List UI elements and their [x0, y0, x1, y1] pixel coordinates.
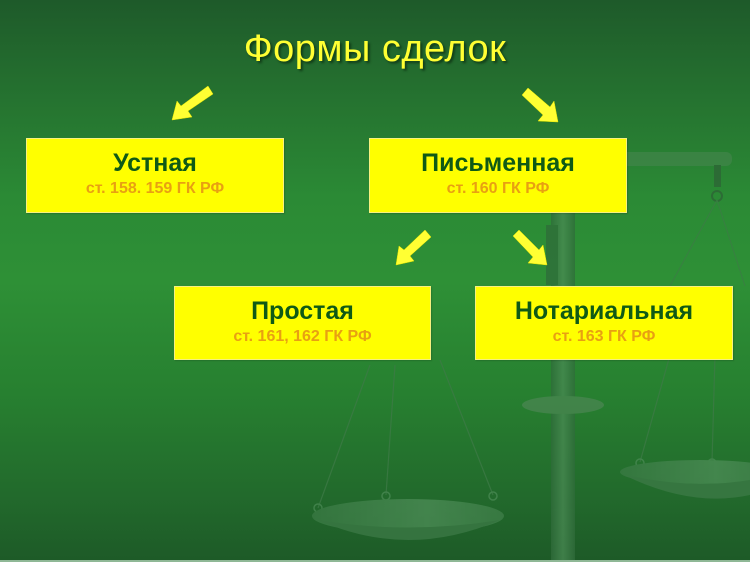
arrow-to-simple-icon — [395, 229, 432, 266]
scales-hook — [714, 165, 721, 187]
left-pan — [312, 499, 504, 533]
arrow-to-written-icon — [521, 87, 559, 123]
right-beam-string — [669, 199, 718, 287]
arrow-to-oral-icon — [171, 85, 214, 121]
node-simple: Простая ст. 161, 162 ГК РФ — [174, 286, 431, 360]
node-written-name: Письменная — [421, 149, 575, 177]
right-beam-string — [716, 199, 746, 287]
left-pan-ring — [488, 491, 498, 501]
node-written: Письменная ст. 160 ГК РФ — [369, 138, 627, 213]
scales-beam — [620, 152, 732, 166]
left-pan-bowl — [318, 520, 500, 540]
node-written-reference: ст. 160 ГК РФ — [446, 180, 550, 197]
right-pan-string — [711, 354, 716, 463]
node-notarial-name: Нотариальная — [514, 297, 694, 325]
node-notarial-reference: ст. 163 ГК РФ — [552, 328, 656, 345]
left-pan-string — [385, 364, 396, 496]
node-oral: Устная ст. 158. 159 ГК РФ — [26, 138, 284, 213]
scales-hook-ring — [711, 190, 723, 202]
scales-group — [312, 152, 750, 562]
right-pan-bowl — [622, 474, 750, 499]
right-pan — [620, 460, 750, 484]
left-pan-string — [317, 364, 371, 509]
node-oral-reference: ст. 158. 159 ГК РФ — [85, 180, 225, 197]
node-simple-reference: ст. 161, 162 ГК РФ — [233, 328, 372, 345]
left-pan-string — [439, 359, 494, 496]
arrow-to-notarial-icon — [512, 229, 548, 266]
right-pan-string — [639, 354, 671, 463]
diagram-title: Формы сделок — [243, 28, 507, 70]
node-simple-name: Простая — [251, 297, 354, 325]
node-notarial: Нотариальная ст. 163 ГК РФ — [475, 286, 733, 360]
scales-crossbar — [522, 396, 604, 414]
node-oral-name: Устная — [113, 149, 197, 177]
slide-bottom-border — [0, 560, 750, 562]
scales-pole-collar — [546, 225, 558, 285]
